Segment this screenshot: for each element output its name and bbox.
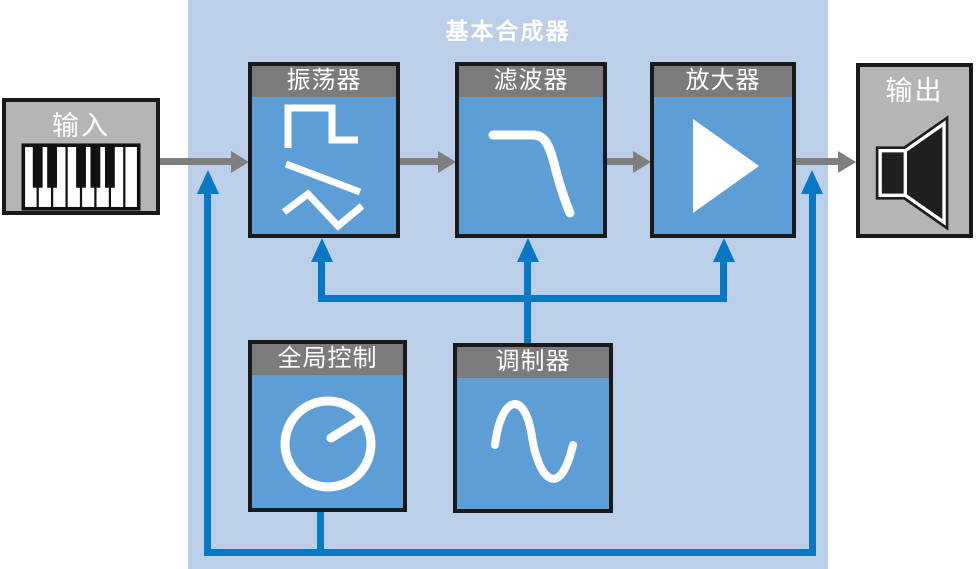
sine-wave-icon — [491, 399, 577, 483]
node-oscillator-header: 振荡器 — [252, 66, 396, 97]
node-modulator: 调制器 — [453, 343, 613, 513]
node-global-controls: 全局控制 — [248, 340, 407, 512]
node-filter-header: 滤波器 — [459, 66, 603, 97]
node-oscillator: 振荡器 — [248, 62, 400, 238]
waveforms-icon — [281, 104, 365, 231]
node-global-controls-body — [252, 375, 403, 508]
node-global-controls-header: 全局控制 — [252, 344, 403, 375]
node-output-label: 输出 — [885, 76, 944, 106]
node-amplifier-label: 放大器 — [685, 67, 761, 94]
node-filter: 滤波器 — [455, 62, 607, 238]
node-amplifier-header: 放大器 — [654, 66, 792, 97]
signal-arrow-amplifier-to-output — [795, 158, 839, 165]
arrowhead-into-oscillator — [311, 238, 333, 262]
node-modulator-header: 调制器 — [457, 347, 609, 378]
arrowhead-into-amplifier-output — [801, 170, 823, 194]
signal-arrow-filter-to-amplifier — [606, 158, 634, 165]
arrowhead-into-filter — [517, 238, 539, 262]
modulation-branch-line — [318, 295, 727, 302]
knob-icon — [280, 396, 375, 491]
piano-keyboard-icon — [21, 143, 141, 211]
diagram-title: 基本合成器 — [445, 18, 571, 44]
global-controls-drop-line — [317, 510, 324, 556]
arrowhead-into-oscillator-input — [197, 170, 219, 194]
control-bus-line — [204, 549, 816, 556]
node-amplifier: 放大器 — [650, 62, 796, 238]
node-filter-label: 滤波器 — [493, 67, 569, 94]
node-output: 输出 — [856, 63, 973, 238]
signal-arrowhead-oscillator — [231, 151, 249, 173]
node-oscillator-label: 振荡器 — [286, 67, 362, 94]
speaker-icon — [875, 115, 948, 231]
node-modulator-label: 调制器 — [495, 348, 571, 375]
node-filter-body — [459, 97, 603, 234]
node-global-controls-label: 全局控制 — [277, 345, 378, 372]
control-right-riser-line — [809, 192, 816, 556]
branch-to-amplifier-line — [720, 258, 727, 298]
arrowhead-into-amplifier — [713, 238, 735, 262]
signal-arrow-oscillator-to-filter — [399, 158, 439, 165]
signal-arrowhead-amplifier — [633, 151, 651, 173]
node-amplifier-body — [654, 97, 792, 234]
lowpass-curve-icon — [488, 130, 575, 217]
signal-arrowhead-filter — [438, 151, 456, 173]
control-left-riser-line — [204, 192, 211, 556]
node-modulator-body — [457, 378, 609, 509]
signal-arrowhead-output — [838, 151, 856, 173]
branch-to-oscillator-line — [318, 258, 325, 298]
node-oscillator-body — [252, 97, 396, 234]
node-input: 输入 — [2, 98, 160, 215]
amplifier-triangle-icon — [693, 118, 759, 213]
signal-arrow-input-to-oscillator — [158, 158, 232, 165]
node-input-label: 输入 — [52, 111, 110, 141]
